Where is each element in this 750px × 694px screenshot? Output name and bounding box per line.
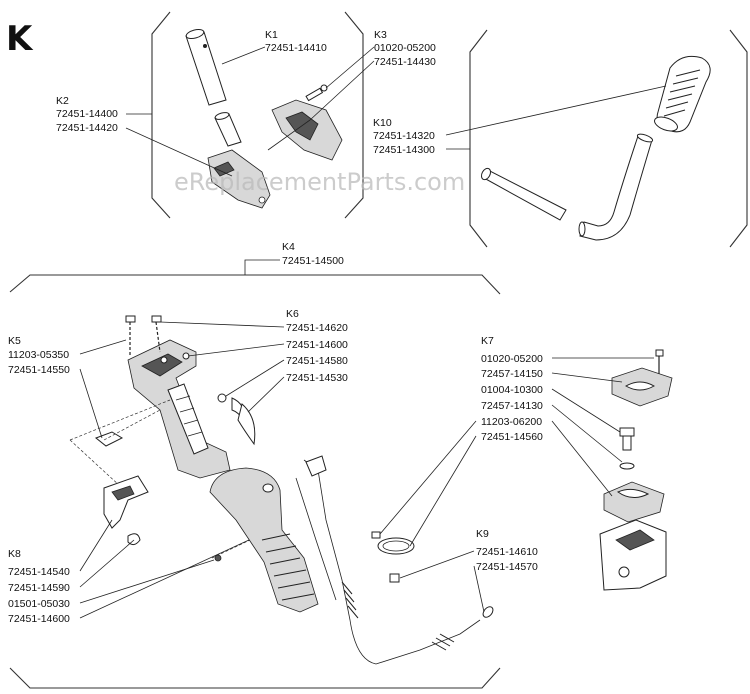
k9-key: K9 [476, 528, 489, 540]
k9-part-2: 72451-14570 [476, 561, 538, 573]
k6-part-2: 72451-14600 [286, 339, 348, 351]
k7-mount-drawing [599, 349, 673, 591]
section-letter: K [6, 19, 34, 59]
throttle-grip-drawing [209, 467, 319, 613]
k10-part-1: 72451-14320 [373, 130, 435, 142]
k6-part-3: 72451-14580 [286, 355, 348, 367]
k8-part-3: 01501-05030 [8, 598, 70, 610]
k2-key: K2 [56, 95, 69, 107]
k10-key: K10 [373, 117, 392, 129]
k4-part-1: 72451-14500 [282, 255, 344, 267]
k7-part-2: 72457-14150 [481, 368, 543, 380]
k7-key: K7 [481, 335, 494, 347]
k2-part-1: 72451-14400 [56, 108, 118, 120]
watermark: eReplacementParts.com [174, 168, 465, 196]
k1-key: K1 [265, 29, 278, 41]
k6-screws [125, 315, 256, 446]
k9-part-1: 72451-14610 [476, 546, 538, 558]
bracket-top-left [151, 11, 364, 219]
k5-part-2: 72451-14550 [8, 364, 70, 376]
k7-part-1: 01020-05200 [481, 353, 543, 365]
k8-trigger-drawing [103, 475, 149, 546]
k10-grip-drawing [654, 55, 711, 133]
k1-part-1: 72451-14410 [265, 42, 327, 54]
k7-part-4: 72457-14130 [481, 400, 543, 412]
bracket-top-right [469, 29, 748, 248]
k9-clamp-drawing [371, 531, 415, 583]
k7-part-5: 11203-06200 [481, 416, 542, 428]
k8-part-1: 72451-14540 [8, 566, 70, 578]
k5-latch-drawing [95, 409, 161, 447]
k8-key: K8 [8, 548, 21, 560]
k2-part-2: 72451-14420 [56, 122, 118, 134]
k7-part-3: 01004-10300 [481, 384, 543, 396]
bracket-bottom [9, 274, 501, 689]
k6-part-4: 72451-14530 [286, 372, 348, 384]
k6-housing-drawing [127, 339, 231, 479]
k10-pipe-drawing [480, 133, 654, 241]
k3-part-2: 72451-14430 [374, 56, 436, 68]
k3-key: K3 [374, 29, 387, 41]
k6-part-1: 72451-14620 [286, 322, 348, 334]
throttle-cable-drawing [295, 455, 494, 665]
k6-key: K6 [286, 308, 299, 320]
k4-key: K4 [282, 241, 295, 253]
k1-pipe-drawing [185, 28, 242, 147]
k5-key: K5 [8, 335, 21, 347]
k7-part-6: 72451-14560 [481, 431, 543, 443]
k3-part-1: 01020-05200 [374, 42, 436, 54]
k5-part-1: 11203-05350 [8, 349, 69, 361]
k10-part-2: 72451-14300 [373, 144, 435, 156]
k2-bracket-drawing [207, 149, 271, 209]
k8-part-4: 72451-14600 [8, 613, 70, 625]
k8-part-2: 72451-14590 [8, 582, 70, 594]
